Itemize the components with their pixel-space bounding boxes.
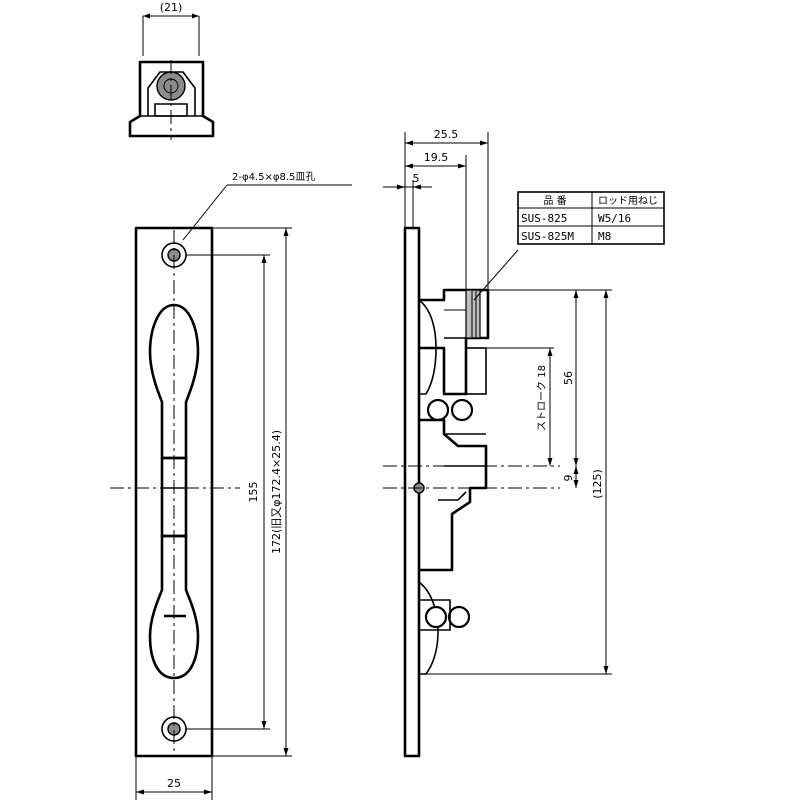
rod-top-dimension: 56 xyxy=(562,371,575,385)
plate-thickness-dimension: 5 xyxy=(413,172,420,185)
hole-note: 2-φ4.5×φ8.5皿孔 xyxy=(232,171,315,183)
table-row-1-part: SUS-825 xyxy=(521,212,567,225)
top-width-dimension: (21) xyxy=(160,1,183,14)
table-header-thread: ロッド用ねじ xyxy=(598,195,658,207)
plate-width-dimension: 25 xyxy=(167,777,181,790)
hole-pitch-dimension: 155 xyxy=(247,482,260,503)
total-height-dimension: (125) xyxy=(591,469,604,499)
upper-roller-right xyxy=(450,398,474,422)
table-row-2-part: SUS-825M xyxy=(521,230,574,243)
front-plate xyxy=(134,226,214,758)
lower-roller-left xyxy=(424,605,448,629)
table-header-part: 品 番 xyxy=(543,195,566,207)
spec-table: 品 番 ロッド用ねじ SUS-825 W5/16 SUS-825M M8 xyxy=(517,191,665,245)
table-row-1-thread: W5/16 xyxy=(598,212,631,225)
front-view: 2-φ4.5×φ8.5皿孔 155 172(旧又φ172.4×25.4) xyxy=(110,171,352,800)
upper-roller-left xyxy=(426,398,450,422)
lower-knob xyxy=(148,534,200,680)
slide-block xyxy=(419,418,488,572)
stroke-dimension: ストローク 18 xyxy=(536,365,548,431)
rod-bottom-dimension: 9 xyxy=(562,475,575,482)
depth-overall-dimension: 25.5 xyxy=(434,128,459,141)
lower-roller-right xyxy=(447,605,471,629)
depth-mid-dimension: 19.5 xyxy=(424,151,449,164)
plate-length-dimension: 172(旧又φ172.4×25.4) xyxy=(270,430,283,554)
side-view: 25.5 19.5 5 xyxy=(383,128,612,758)
threaded-bore xyxy=(465,289,481,339)
top-view-body xyxy=(128,60,215,138)
top-view: (21) xyxy=(128,1,215,140)
table-row-2-thread: M8 xyxy=(598,230,611,243)
